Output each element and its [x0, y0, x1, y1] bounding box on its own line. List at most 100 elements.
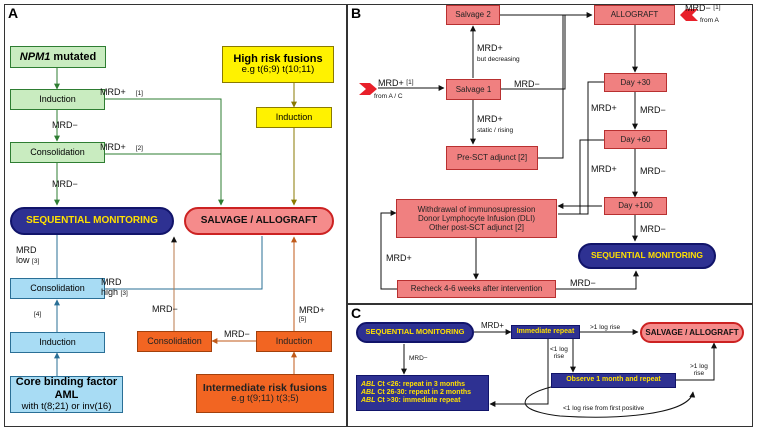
- npm1-gene-label: NPM1: [19, 50, 51, 63]
- npm1-induction-label: Induction: [39, 94, 76, 105]
- ir-title: Intermediate risk fusions: [202, 382, 328, 394]
- recheck-label: Recheck 4-6 weeks after intervention: [410, 284, 543, 294]
- allograft-box: ALLOGRAFT: [594, 5, 675, 25]
- ir-consolidation-box: Consolidation: [137, 331, 212, 352]
- allograft-label: ALLOGRAFT: [610, 10, 659, 20]
- core-binding-factor-box: Core binding factor AML with t(8;21) or …: [10, 376, 123, 413]
- day60-label: Day +60: [620, 134, 651, 144]
- seq-monitoring-a-label: SEQUENTIAL MONITORING: [26, 215, 158, 227]
- b-from-a: from A: [700, 17, 719, 24]
- a-mrd-minus-2: MRD−: [52, 179, 78, 189]
- sequential-monitoring-c: SEQUENTIAL MONITORING: [356, 322, 474, 343]
- a-ref4: [4]: [34, 311, 42, 318]
- panel-a: [4, 4, 347, 427]
- panel-b-label: B: [351, 5, 362, 21]
- ir-induction-label: Induction: [275, 336, 313, 347]
- b-mrd-minus-from-a: MRD− [1]: [685, 3, 721, 13]
- a-mrd-minus-ind: MRD−: [224, 329, 250, 339]
- a-mrd-plus-1: MRD+[1]: [100, 87, 143, 97]
- npm1-rest-label: mutated: [50, 50, 97, 63]
- c-lt1-from-first: <1 log rise from first positive: [563, 405, 645, 412]
- salvage-allograft-a-label: SALVAGE / ALLOGRAFT: [200, 215, 318, 227]
- sequential-monitoring-a: SEQUENTIAL MONITORING: [10, 207, 174, 235]
- chevron-from-a-icon: [680, 9, 698, 21]
- day30-box: Day +30: [604, 73, 667, 92]
- day60-box: Day +60: [604, 130, 667, 149]
- withdrawal-line-2: Donor Lymphocyte Infusion (DLI): [417, 213, 536, 223]
- panel-a-green-arrows: [54, 68, 224, 206]
- day100-box: Day +100: [604, 197, 667, 215]
- cbf-consolidation-box: Consolidation: [10, 278, 105, 299]
- c-mrd-minus: MRD−: [409, 355, 428, 362]
- cbf-sub: with t(8;21) or inv(16): [21, 400, 112, 412]
- c-lt1-log: <1 log rise: [550, 346, 568, 361]
- c-mrd-plus: MRD+: [481, 321, 504, 330]
- panel-c-label: C: [351, 305, 362, 321]
- abl-line-3: ABL Ct >30: immediate repeat: [361, 397, 461, 405]
- salvage1-label: Salvage 1: [455, 84, 492, 94]
- panel-c: [347, 304, 753, 427]
- high-risk-induction-label: Induction: [275, 112, 313, 123]
- b-mrd-minus-recheck: MRD−: [570, 278, 596, 288]
- ir-induction-box: Induction: [256, 331, 332, 352]
- a-mrd-minus-1: MRD−: [52, 120, 78, 130]
- b-mrd-minus-d30: MRD−: [640, 105, 666, 115]
- npm1-consolidation-box: Consolidation: [10, 142, 105, 163]
- seq-monitoring-b-label: SEQUENTIAL MONITORING: [590, 250, 704, 261]
- c-gt1-log: >1 log rise: [690, 363, 708, 378]
- cbf-consolidation-label: Consolidation: [30, 283, 85, 294]
- day100-label: Day +100: [618, 201, 653, 211]
- npm1-mutated-box: NPM1 mutated: [10, 46, 106, 68]
- salvage1-box: Salvage 1: [446, 79, 501, 100]
- salvage-allograft-c: SALVAGE / ALLOGRAFT: [640, 322, 744, 343]
- b-mrd-plus-recheck: MRD+: [386, 253, 412, 263]
- b-but-decreasing: but decreasing: [477, 56, 520, 63]
- panel-c-arrows: [401, 329, 717, 418]
- b-mrd-minus-d100: MRD−: [640, 224, 666, 234]
- high-risk-sub: e.g t(6;9) t(10;11): [241, 64, 315, 76]
- pre-sct-label: Pre-SCT adjunct [2]: [456, 153, 528, 163]
- b-mrd-plus-rising: MRD+: [477, 114, 503, 124]
- high-risk-induction-box: Induction: [256, 107, 332, 128]
- high-risk-fusions-box: High risk fusions e.g t(6;9) t(10;11): [222, 46, 334, 83]
- b-static-rising: static / rising: [477, 127, 514, 134]
- sequential-monitoring-b: SEQUENTIAL MONITORING: [578, 243, 716, 269]
- a-mrd-minus-cons: MRD−: [152, 304, 178, 314]
- b-mrd-minus-d60: MRD−: [640, 166, 666, 176]
- observe-label: Observe 1 month and repeat: [566, 376, 661, 384]
- recheck-box: Recheck 4-6 weeks after intervention: [397, 280, 556, 298]
- a-mrd-high: MRD high [3]: [101, 277, 128, 297]
- seq-monitoring-c-label: SEQUENTIAL MONITORING: [365, 327, 465, 337]
- cbf-induction-box: Induction: [10, 332, 105, 353]
- panel-a-orange-arrows: [211, 236, 297, 374]
- salvage2-label: Salvage 2: [455, 10, 491, 20]
- b-mrd-plus-d60: MRD+: [591, 164, 617, 174]
- ir-sub: e.g t(9;11) t(3;5): [231, 393, 299, 405]
- ir-consolidation-label: Consolidation: [147, 336, 202, 347]
- b-from-ac: from A / C: [374, 93, 403, 100]
- abl-ct-box: ABL Ct <26: repeat in 3 months ABL Ct 26…: [356, 375, 489, 411]
- pre-sct-adjunct-box: Pre-SCT adjunct [2]: [446, 146, 538, 170]
- npm1-induction-box: Induction: [10, 89, 105, 110]
- high-risk-title: High risk fusions: [233, 52, 323, 65]
- npm1-consolidation-label: Consolidation: [30, 147, 85, 158]
- salvage-allograft-a: SALVAGE / ALLOGRAFT: [184, 207, 334, 235]
- a-mrd-plus-5: MRD+ [5]: [299, 305, 325, 323]
- immediate-repeat-box: Immediate repeat: [511, 325, 580, 339]
- chevron-from-ac-icon: [359, 83, 377, 95]
- immediate-repeat-label: Immediate repeat: [516, 327, 575, 335]
- panel-a-label: A: [8, 5, 19, 21]
- day30-label: Day +30: [620, 77, 651, 87]
- a-mrd-low: MRD low [3]: [16, 245, 40, 265]
- salvage-allograft-c-label: SALVAGE / ALLOGRAFT: [645, 327, 739, 337]
- intermediate-risk-box: Intermediate risk fusions e.g t(9;11) t(…: [196, 374, 334, 413]
- withdrawal-box: Withdrawal of immunosupression Donor Lym…: [396, 199, 557, 238]
- observe-box: Observe 1 month and repeat: [551, 373, 676, 388]
- c-gt1-log-rise: >1 log rise: [590, 324, 621, 331]
- panel-b: [347, 4, 753, 304]
- abl-line-2: ABL Ct 26-30: repeat in 2 months: [361, 388, 472, 396]
- b-mrd-plus-from-ac: MRD+ [1]: [378, 78, 414, 88]
- a-mrd-plus-2: MRD+[2]: [100, 142, 143, 152]
